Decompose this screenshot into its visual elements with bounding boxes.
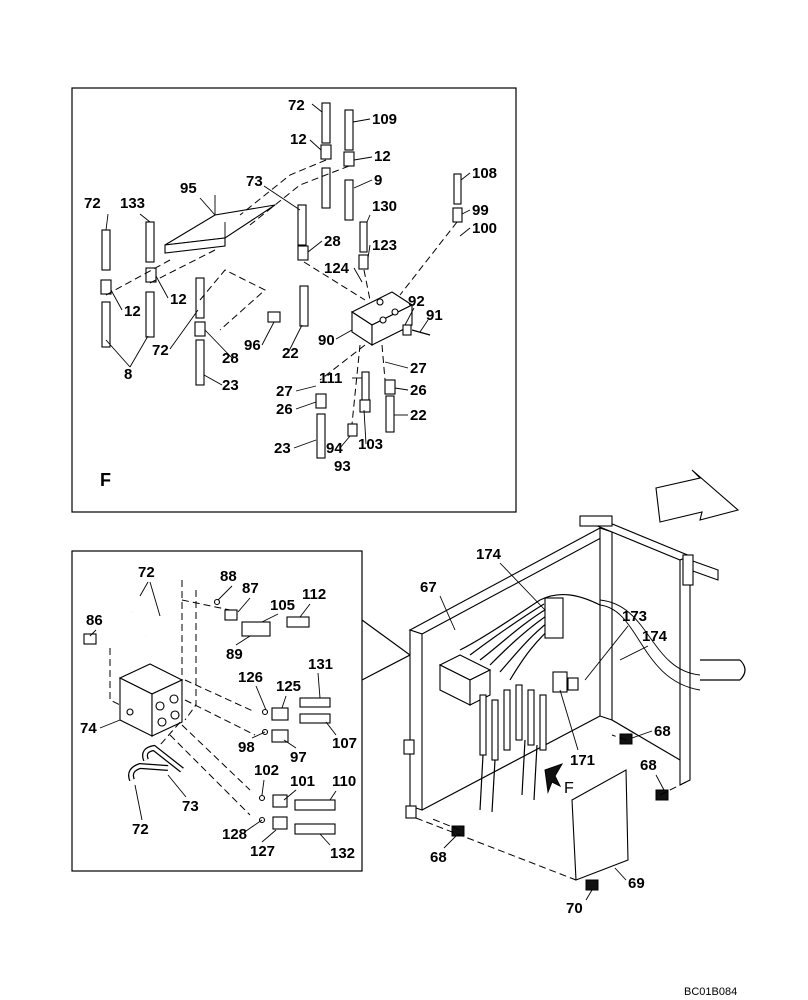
callout-174: 174 bbox=[476, 546, 502, 563]
callout-74: 74 bbox=[80, 720, 97, 737]
callout-9: 9 bbox=[374, 172, 382, 189]
valve-assembly bbox=[438, 594, 701, 813]
callout-72: 72 bbox=[138, 564, 155, 581]
callout-96: 96 bbox=[244, 337, 261, 354]
callout-101: 101 bbox=[290, 773, 315, 790]
cover-plate-69 bbox=[571, 769, 629, 881]
detail-pointer bbox=[361, 619, 412, 681]
callout-12: 12 bbox=[170, 291, 187, 308]
callout-107: 107 bbox=[332, 735, 357, 752]
assembly-leader-lines bbox=[439, 562, 665, 901]
top-detail-panel: 72 109 12 12 73 9 108 95 99 100 72 133 1… bbox=[71, 87, 517, 513]
callout-8: 8 bbox=[124, 366, 132, 383]
callout-110: 110 bbox=[332, 773, 356, 790]
callout-28: 28 bbox=[222, 350, 239, 367]
left-fittings bbox=[83, 590, 336, 835]
callout-72: 72 bbox=[288, 97, 305, 114]
callout-72: 72 bbox=[152, 342, 169, 359]
callout-105: 105 bbox=[270, 597, 295, 614]
top-panel-frame bbox=[71, 87, 517, 513]
callout-133: 133 bbox=[120, 195, 145, 212]
callout-89: 89 bbox=[226, 646, 243, 663]
callout-98: 98 bbox=[238, 739, 255, 756]
callout-87: 87 bbox=[242, 580, 259, 597]
callout-68: 68 bbox=[640, 757, 657, 774]
callout-72: 72 bbox=[132, 821, 149, 838]
frame-67 bbox=[403, 515, 746, 819]
callout-131: 131 bbox=[308, 656, 333, 673]
view-f-arrow bbox=[544, 763, 564, 794]
top-dashed-lines bbox=[105, 159, 458, 425]
callout-12: 12 bbox=[124, 303, 141, 320]
assembly-bolts bbox=[451, 733, 669, 891]
callout-102: 102 bbox=[254, 762, 279, 779]
callout-173: 173 bbox=[622, 608, 647, 625]
callout-27: 27 bbox=[276, 383, 293, 400]
callout-97: 97 bbox=[290, 749, 307, 766]
callout-99: 99 bbox=[472, 202, 489, 219]
callout-94: 94 bbox=[326, 440, 343, 457]
callout-22: 22 bbox=[410, 407, 427, 424]
callout-109: 109 bbox=[372, 111, 397, 128]
callout-126: 126 bbox=[238, 669, 263, 686]
left-callouts: 72 88 87 112 86 105 89 126 131 125 74 10… bbox=[80, 564, 357, 862]
callout-67: 67 bbox=[420, 579, 437, 596]
direction-arrow bbox=[655, 469, 740, 523]
callout-68: 68 bbox=[654, 723, 671, 740]
callout-103: 103 bbox=[358, 436, 383, 453]
callout-100: 100 bbox=[472, 220, 497, 237]
assembly-dashed-lines bbox=[415, 734, 691, 881]
callout-28: 28 bbox=[324, 233, 341, 250]
valve-block-74 bbox=[118, 663, 184, 737]
top-hoses bbox=[100, 102, 463, 459]
left-detail-panel: 72 88 87 112 86 105 89 126 131 125 74 10… bbox=[71, 550, 412, 872]
callout-93: 93 bbox=[334, 458, 351, 475]
callout-86: 86 bbox=[86, 612, 103, 629]
callout-26: 26 bbox=[276, 401, 293, 418]
callout-72: 72 bbox=[84, 195, 101, 212]
callout-23: 23 bbox=[222, 377, 239, 394]
diagram-code: BC01B084 bbox=[684, 986, 737, 998]
left-leader-lines bbox=[89, 581, 337, 846]
callout-90: 90 bbox=[318, 332, 335, 349]
manifold-block-90 bbox=[350, 291, 414, 347]
callout-108: 108 bbox=[472, 165, 497, 182]
callout-111: 111 bbox=[319, 370, 342, 387]
top-leader-lines bbox=[105, 103, 471, 449]
callout-73: 73 bbox=[246, 173, 263, 190]
callout-171: 171 bbox=[570, 752, 595, 769]
callout-124: 124 bbox=[324, 260, 350, 277]
top-callouts: 72 109 12 12 73 9 108 95 99 100 72 133 1… bbox=[84, 97, 497, 475]
callout-69: 69 bbox=[628, 875, 645, 892]
view-f-arrow-label: F bbox=[564, 780, 574, 797]
callout-91: 91 bbox=[426, 307, 443, 324]
callout-68: 68 bbox=[430, 849, 447, 866]
callout-27: 27 bbox=[410, 360, 427, 377]
callout-125: 125 bbox=[276, 678, 301, 695]
callout-70: 70 bbox=[566, 900, 583, 917]
callout-92: 92 bbox=[408, 293, 425, 310]
callout-128: 128 bbox=[222, 826, 247, 843]
callout-23: 23 bbox=[274, 440, 291, 457]
left-panel-frame bbox=[71, 550, 363, 872]
callout-130: 130 bbox=[372, 198, 397, 215]
callout-112: 112 bbox=[302, 586, 326, 603]
callout-26: 26 bbox=[410, 382, 427, 399]
main-assembly: 174 67 173 174 68 171 68 68 69 70 F bbox=[403, 469, 746, 917]
callout-174: 174 bbox=[642, 628, 668, 645]
callout-12: 12 bbox=[290, 131, 307, 148]
callout-73: 73 bbox=[182, 798, 199, 815]
left-dashed-lines bbox=[109, 580, 256, 816]
bracket-95-shape bbox=[164, 195, 276, 254]
assembly-callouts: 174 67 173 174 68 171 68 68 69 70 F bbox=[420, 546, 671, 917]
callout-95: 95 bbox=[180, 180, 197, 197]
callout-132: 132 bbox=[330, 845, 355, 862]
callout-127: 127 bbox=[250, 843, 275, 860]
callout-123: 123 bbox=[372, 237, 397, 254]
callout-22: 22 bbox=[282, 345, 299, 362]
view-label-f: F bbox=[100, 470, 111, 490]
callout-12: 12 bbox=[374, 148, 391, 165]
callout-88: 88 bbox=[220, 568, 237, 585]
